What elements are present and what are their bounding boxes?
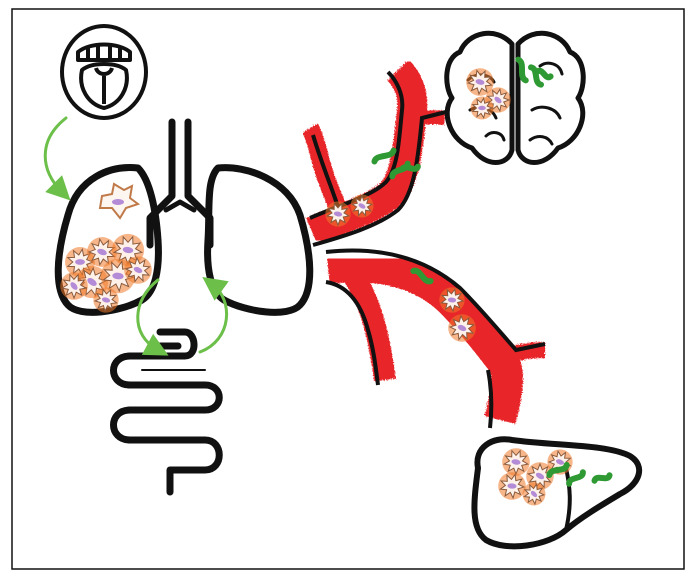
infected-cell-icon [60, 272, 88, 300]
bacteria-icon [534, 67, 554, 81]
bacteria-icon [371, 147, 397, 165]
infected-cell-icon [470, 96, 494, 120]
infected-cell-icon [439, 287, 465, 313]
infected-cell-icon [448, 314, 476, 342]
infected-cell-icon [325, 201, 351, 227]
infected-cell-icon [466, 68, 494, 96]
mouth-icon [60, 24, 148, 120]
infected-cell-icon [498, 472, 526, 500]
arrow-lungs-to-intestine-icon [136, 278, 169, 356]
bacteria-icon [591, 472, 613, 484]
arrow-mouth-to-lungs-icon [43, 116, 71, 201]
bacteria [371, 56, 613, 487]
bacteria-icon [399, 163, 421, 173]
arrow-intestine-to-lungs-icon [198, 276, 229, 354]
infected-cell-icon [522, 482, 546, 506]
infected-cell-icon [124, 256, 152, 284]
bacteria-icon [528, 64, 544, 88]
infected-cell-icon [502, 448, 530, 476]
bacteria-icon [566, 469, 586, 487]
bacteria-icon [546, 462, 570, 478]
bacteria-icon [515, 56, 529, 84]
infected-cell-icon [87, 237, 117, 267]
bacteria-icon [410, 267, 434, 285]
infected-cells [60, 68, 573, 506]
infected-cell-icon [93, 287, 119, 313]
infected-cell-icon [350, 194, 374, 218]
dissemination-arrows [43, 116, 229, 356]
resting-cell-icon [98, 182, 141, 220]
